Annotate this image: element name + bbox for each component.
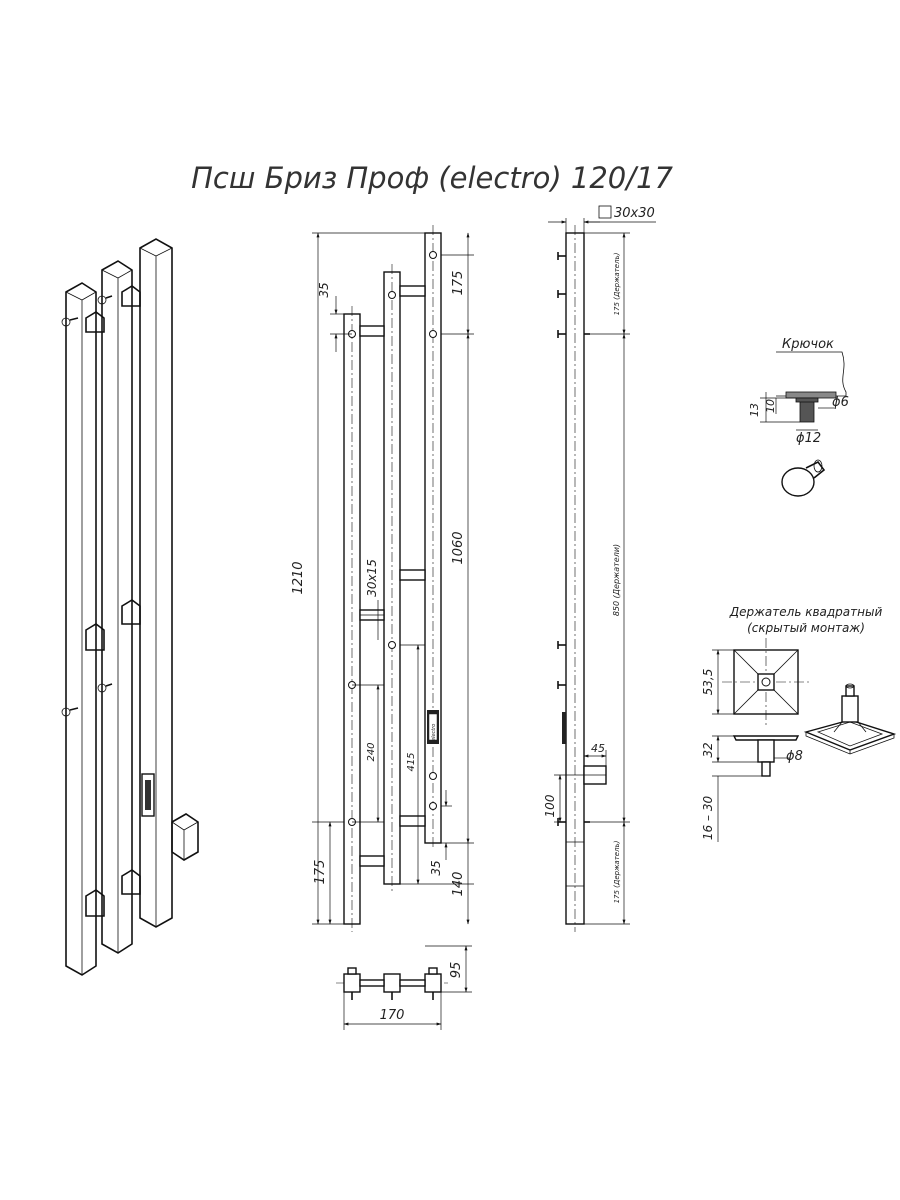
dim-wall-offset: 45 xyxy=(591,742,605,755)
dim-depth: 95 xyxy=(449,962,464,979)
dim-top-holders: 175 (Держатель) xyxy=(613,252,621,315)
dim-lower-left: 240 xyxy=(366,742,377,761)
dim-bottom-gap: 35 xyxy=(429,860,443,875)
holder-range-dim: 16 – 30 xyxy=(701,796,715,841)
side-view: 30x30 175 (Держатель) 850 (Держатели) 17… xyxy=(543,205,656,932)
dim-profile: 30x15 xyxy=(365,559,379,597)
dim-bottom-offset: 100 xyxy=(543,794,557,817)
dim-mid-holders: 850 (Держатели) xyxy=(612,544,621,616)
hook-head-dim: ϕ12 xyxy=(796,431,821,446)
dim-upper-gap: 175 xyxy=(451,271,466,296)
holder-detail: Держатель квадратный (скрытый монтаж) 53… xyxy=(701,605,897,842)
isometric-view xyxy=(61,238,199,976)
dim-overall-height: 1210 xyxy=(291,561,306,594)
hook-detail: Крючок 13 10 ϕ6 ϕ12 xyxy=(748,337,849,497)
switch-label: electro xyxy=(431,724,437,741)
hook-outer-dim: 13 xyxy=(748,403,761,417)
top-view: 95 170 xyxy=(336,945,472,1030)
holder-label-line1: Держатель квадратный xyxy=(729,605,883,619)
hook-pin-dim: ϕ6 xyxy=(832,395,849,410)
dim-span: 1060 xyxy=(451,531,466,564)
dim-section: 30x30 xyxy=(614,206,655,221)
holder-diam-dim: ϕ8 xyxy=(786,749,803,764)
dim-bottom-left: 175 xyxy=(313,860,328,885)
dim-width: 170 xyxy=(380,1008,405,1023)
holder-size-dim: 53,5 xyxy=(701,669,715,696)
hook-label: Крючок xyxy=(782,337,834,352)
dim-lower-mid: 415 xyxy=(406,752,417,771)
front-view: electro 1210 35 175 1060 30x15 240 xyxy=(291,225,474,932)
hook-height-dim: 10 xyxy=(764,399,777,413)
drawing-title: Псш Бриз Проф (electro) 120/17 xyxy=(191,161,673,195)
dim-bottom-right: 140 xyxy=(451,872,466,897)
holder-label-line2: (скрытый монтаж) xyxy=(747,621,865,635)
holder-depth-dim: 32 xyxy=(701,742,715,757)
dim-bottom-holders: 175 (Держатель) xyxy=(613,840,621,903)
dim-top-offset: 35 xyxy=(317,282,331,297)
